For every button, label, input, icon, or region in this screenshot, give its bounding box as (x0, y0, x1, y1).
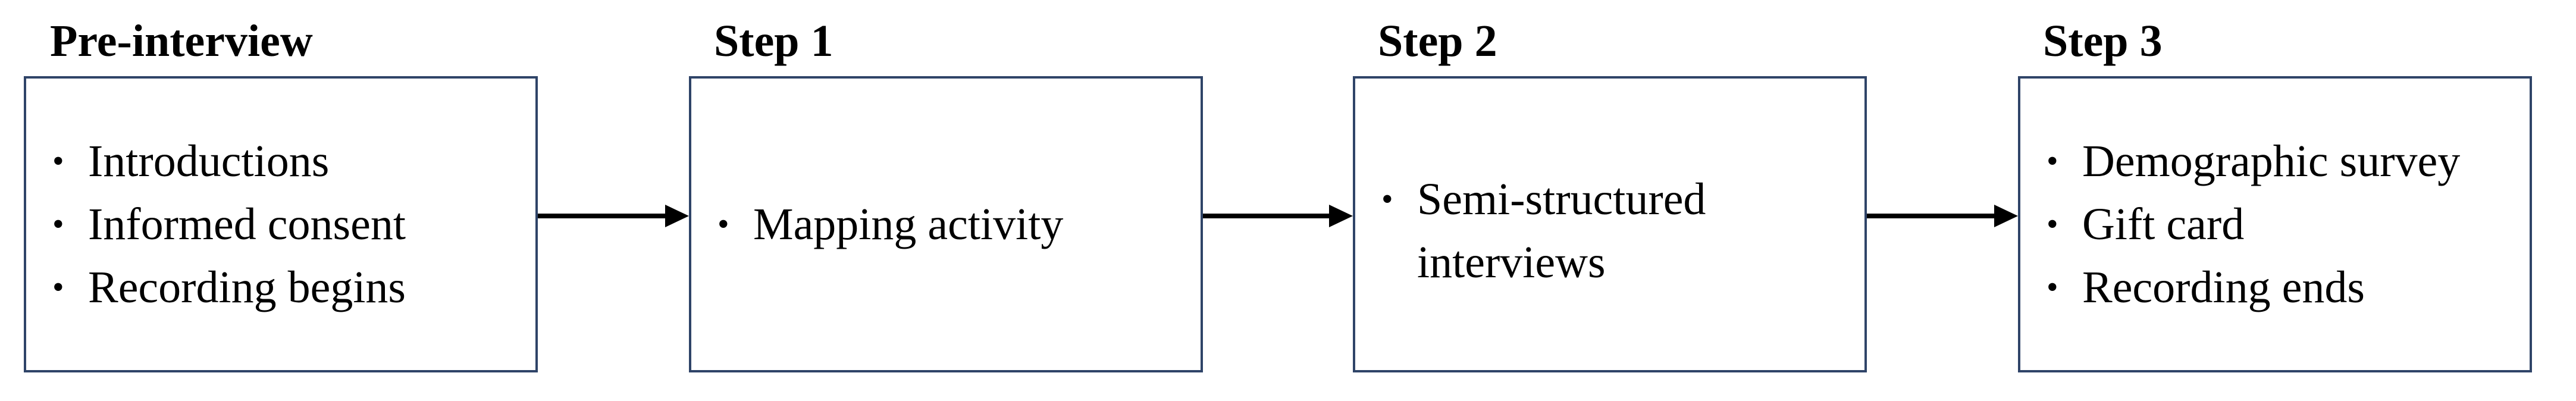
list-item-text: Semi-structured interviews (1417, 174, 1706, 287)
stage-box-pre-interview: • Introductions • Informed consent • Rec… (24, 76, 538, 372)
list-item-text: Informed consent (88, 199, 406, 249)
bullet-icon: • (2047, 143, 2058, 180)
stage-title-step-3: Step 3 (2043, 16, 2163, 66)
list-item: • Semi-structured interviews (1381, 168, 1810, 294)
stage-box-step-3: • Demographic survey • Gift card • Recor… (2018, 76, 2532, 372)
list-item-text: Gift card (2082, 199, 2245, 249)
list-item: • Demographic survey (2047, 130, 2530, 193)
list-item-text: Recording ends (2082, 262, 2365, 312)
bullet-icon: • (52, 269, 64, 306)
stage-box-step-1: • Mapping activity (689, 76, 1203, 372)
bullet-icon: • (52, 206, 64, 243)
arrow-shaft (538, 214, 666, 218)
list-item-text: Demographic survey (2082, 136, 2461, 186)
list-item: • Recording begins (52, 256, 535, 319)
stage-list-step-3: • Demographic survey • Gift card • Recor… (2020, 130, 2530, 319)
list-item-text: Recording begins (88, 262, 406, 312)
stage-title-pre-interview: Pre-interview (50, 16, 313, 66)
bullet-icon: • (1381, 181, 1393, 218)
stage-box-step-2: • Semi-structured interviews (1353, 76, 1867, 372)
arrow-shaft (1203, 214, 1330, 218)
stage-title-step-2: Step 2 (1378, 16, 1497, 66)
list-item: • Introductions (52, 130, 535, 193)
list-item: • Gift card (2047, 193, 2530, 256)
stage-list-step-1: • Mapping activity (691, 193, 1201, 256)
arrow-head-icon (1994, 205, 2018, 227)
list-item: • Informed consent (52, 193, 535, 256)
bullet-icon: • (52, 143, 64, 180)
flow-arrow-icon (1203, 205, 1353, 227)
list-item-text: Introductions (88, 136, 330, 186)
bullet-icon: • (2047, 206, 2058, 243)
stage-list-step-2: • Semi-structured interviews (1355, 168, 1864, 294)
stage-title-step-1: Step 1 (714, 16, 833, 66)
list-item: • Mapping activity (717, 193, 1201, 256)
arrow-shaft (1867, 214, 1995, 218)
list-item: • Recording ends (2047, 256, 2530, 319)
stage-list-pre-interview: • Introductions • Informed consent • Rec… (26, 130, 535, 319)
bullet-icon: • (717, 206, 729, 243)
arrow-head-icon (665, 205, 689, 227)
flow-arrow-icon (538, 205, 689, 227)
list-item-text: Mapping activity (753, 199, 1064, 249)
flow-arrow-icon (1867, 205, 2018, 227)
bullet-icon: • (2047, 269, 2058, 306)
arrow-head-icon (1329, 205, 1353, 227)
